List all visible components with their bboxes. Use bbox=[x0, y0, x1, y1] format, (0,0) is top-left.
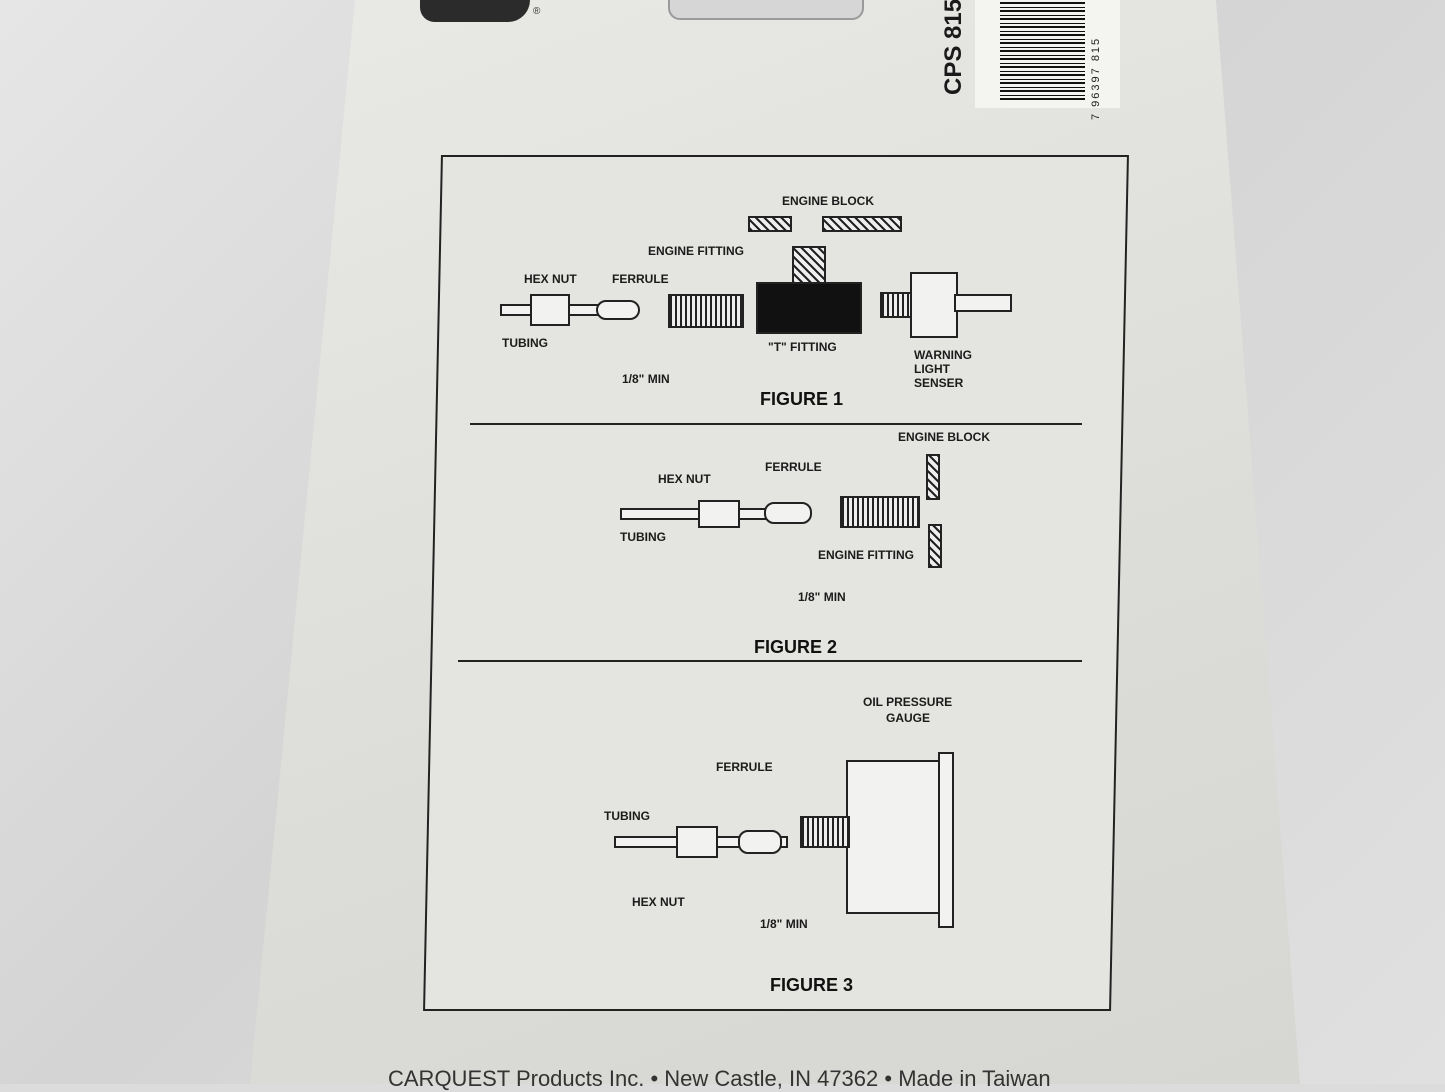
hang-hole bbox=[668, 0, 864, 20]
label-hex-nut: HEX NUT bbox=[632, 895, 685, 909]
ferrule-icon bbox=[596, 300, 640, 320]
hex-nut-icon bbox=[698, 500, 740, 528]
label-engine-fitting: ENGINE FITTING bbox=[648, 244, 744, 258]
gauge-fitting-icon bbox=[800, 816, 850, 848]
manufacturer-footer: CARQUEST Products Inc. • New Castle, IN … bbox=[388, 1066, 1051, 1091]
label-ferrule: FERRULE bbox=[716, 760, 773, 774]
figure-divider bbox=[470, 423, 1082, 425]
label-warning: WARNING bbox=[914, 348, 972, 362]
figure-1-title: FIGURE 1 bbox=[760, 389, 844, 409]
oil-pressure-gauge-icon bbox=[846, 760, 942, 914]
engine-block-icon bbox=[928, 524, 942, 568]
label-senser: SENSER bbox=[914, 376, 964, 390]
ferrule-icon bbox=[764, 502, 812, 524]
registered-mark: ® bbox=[533, 6, 541, 17]
engine-block-icon bbox=[822, 216, 902, 232]
engine-fitting-icon bbox=[668, 294, 744, 328]
t-fitting-stem-icon bbox=[792, 246, 826, 286]
upc-number: 7 96397 815 bbox=[1090, 36, 1102, 120]
engine-fitting-icon bbox=[840, 496, 920, 528]
ferrule-icon bbox=[738, 830, 782, 854]
gauge-bezel-icon bbox=[938, 752, 954, 928]
label-ferrule: FERRULE bbox=[765, 460, 822, 474]
hex-nut-icon bbox=[676, 826, 718, 858]
label-hex-nut: HEX NUT bbox=[658, 472, 711, 486]
brand-logo bbox=[420, 0, 530, 22]
sensor-terminal-icon bbox=[954, 294, 1012, 312]
label-tubing: TUBING bbox=[620, 530, 666, 544]
label-t-fitting: "T" FITTING bbox=[768, 340, 837, 354]
label-oil-pressure: OIL PRESSURE bbox=[863, 695, 953, 709]
label-engine-block: ENGINE BLOCK bbox=[898, 430, 991, 444]
hex-nut-icon bbox=[530, 294, 570, 326]
t-fitting-icon bbox=[756, 282, 862, 334]
barcode-icon bbox=[1000, 0, 1085, 100]
engine-block-icon bbox=[748, 216, 792, 232]
engine-block-icon bbox=[926, 454, 940, 500]
label-hex-nut: HEX NUT bbox=[524, 272, 577, 286]
figure-3-title: FIGURE 3 bbox=[770, 975, 854, 995]
label-min: 1/8" MIN bbox=[760, 917, 808, 931]
warning-light-sensor-icon bbox=[910, 272, 958, 338]
label-gauge: GAUGE bbox=[886, 711, 931, 725]
label-tubing: TUBING bbox=[604, 809, 650, 823]
label-tubing: TUBING bbox=[502, 336, 548, 350]
sensor-threads-icon bbox=[880, 292, 914, 318]
label-light: LIGHT bbox=[914, 362, 950, 376]
label-engine-block: ENGINE BLOCK bbox=[782, 194, 875, 208]
sku-number: CPS 815 bbox=[940, 0, 967, 95]
figure-2-title: FIGURE 2 bbox=[754, 637, 838, 657]
figure-divider bbox=[458, 660, 1082, 662]
label-ferrule: FERRULE bbox=[612, 272, 669, 286]
label-min: 1/8" MIN bbox=[798, 590, 846, 604]
label-min: 1/8" MIN bbox=[622, 372, 670, 386]
label-engine-fitting: ENGINE FITTING bbox=[818, 548, 914, 562]
